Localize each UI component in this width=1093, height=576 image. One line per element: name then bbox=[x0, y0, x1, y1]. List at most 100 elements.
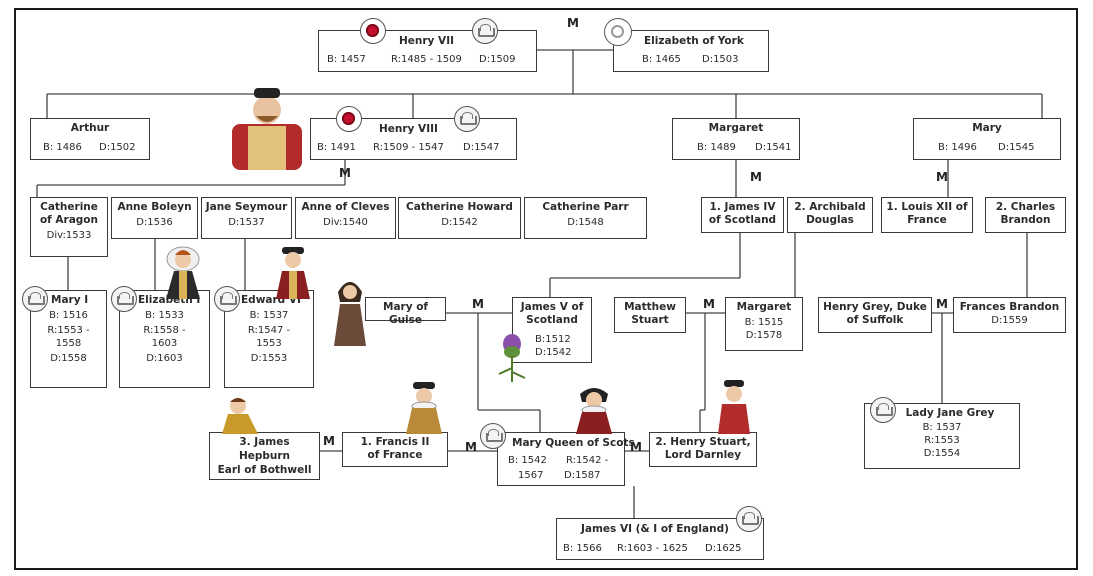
person-name: Arthur bbox=[70, 122, 110, 134]
person-name: Henry VIII bbox=[379, 123, 438, 135]
death-year: D:1502 bbox=[99, 142, 136, 153]
birth-year: B: 1491 bbox=[317, 142, 356, 153]
birth-year: B: 1465 bbox=[642, 54, 681, 65]
birth-year: B: 1457 bbox=[327, 54, 366, 65]
person-name: 1. James IV of Scotland bbox=[708, 201, 777, 226]
death-year: D:1536 bbox=[136, 217, 173, 228]
person-box-matthew-stuart: Matthew Stuart bbox=[614, 297, 686, 333]
marriage-marker: M bbox=[750, 170, 762, 184]
person-name: Frances Brandon bbox=[959, 301, 1060, 313]
reign-years: R:1542 - bbox=[566, 455, 609, 466]
james-hepburn-portrait bbox=[222, 398, 258, 434]
francis-ii-portrait bbox=[406, 382, 442, 434]
death-year: D:1542 bbox=[441, 217, 478, 228]
person-name: Margaret bbox=[736, 301, 792, 313]
person-name: Henry Grey, Duke of Suffolk bbox=[823, 301, 927, 326]
birth-year: B: 1489 bbox=[697, 142, 736, 153]
person-name: Matthew Stuart bbox=[624, 301, 676, 326]
reign-years: R:1603 - 1625 bbox=[617, 543, 688, 554]
birth-year: B: 1515 bbox=[744, 317, 784, 328]
person-box-henry-vii: Henry VII B: 1457 R:1485 - 1509 D:1509 bbox=[318, 30, 537, 72]
person-name: 2. Charles Brandon bbox=[995, 201, 1056, 226]
person-name: Mary Queen of Scots bbox=[512, 437, 635, 449]
person-name: Jane Seymour bbox=[205, 201, 288, 213]
person-name: Anne of Cleves bbox=[301, 201, 390, 213]
person-box-james-hepburn: 3. James Hepburn Earl of Bothwell bbox=[209, 432, 320, 480]
person-name: Catherine Parr bbox=[542, 201, 629, 213]
birth-year: B:1512 bbox=[535, 334, 571, 345]
person-box-catherine-howard: Catherine Howard D:1542 bbox=[398, 197, 521, 239]
person-box-archibald-douglas: 2. Archibald Douglas bbox=[787, 197, 873, 233]
birth-year: B: 1486 bbox=[43, 142, 82, 153]
person-box-frances-brandon: Frances Brandon D:1559 bbox=[953, 297, 1066, 333]
person-box-henry-grey: Henry Grey, Duke of Suffolk bbox=[818, 297, 932, 333]
elizabeth-i-portrait bbox=[166, 246, 200, 299]
person-box-james-iv: 1. James IV of Scotland bbox=[701, 197, 784, 233]
divorce-year: Div:1533 bbox=[46, 230, 92, 241]
death-year: D:1587 bbox=[564, 470, 601, 481]
person-box-anne-of-cleves: Anne of Cleves Div:1540 bbox=[295, 197, 396, 239]
birth-year: B: 1533 bbox=[145, 310, 184, 321]
diagram-frame bbox=[14, 8, 1078, 570]
death-year: D:1541 bbox=[755, 142, 792, 153]
person-box-louis-xii: 1. Louis XII of France bbox=[881, 197, 973, 233]
person-name: 2. Henry Stuart, Lord Darnley bbox=[655, 436, 751, 461]
person-box-catherine-of-aragon: Catherine of Aragon Div:1533 bbox=[30, 197, 108, 257]
lord-darnley-portrait bbox=[718, 380, 750, 434]
death-year: D:1558 bbox=[50, 353, 87, 364]
tudor-rose-icon bbox=[360, 18, 386, 44]
person-box-charles-brandon: 2. Charles Brandon bbox=[985, 197, 1066, 233]
person-name: 2. Archibald Douglas bbox=[794, 201, 866, 226]
crown-icon bbox=[870, 397, 896, 423]
person-name: James VI (& I of England) bbox=[581, 523, 729, 535]
reign-years: R:1547 - 1553 bbox=[247, 325, 291, 349]
marriage-marker: M bbox=[630, 440, 642, 454]
thistle-icon bbox=[498, 334, 526, 382]
reign-years: R:1558 - 1603 bbox=[143, 325, 186, 349]
crown-icon bbox=[472, 18, 498, 44]
marriage-marker: M bbox=[472, 297, 484, 311]
death-year: D:1542 bbox=[535, 347, 572, 358]
marriage-marker: M bbox=[323, 434, 335, 448]
person-box-margaret-douglas: Margaret B: 1515 D:1578 bbox=[725, 297, 803, 351]
marriage-marker: M bbox=[936, 170, 948, 184]
person-name: Mary I bbox=[51, 294, 89, 306]
birth-year: B: 1566 bbox=[563, 543, 602, 554]
marriage-marker: M bbox=[936, 297, 948, 311]
person-box-francis-ii: 1. Francis II of France bbox=[342, 432, 448, 467]
death-year: D:1547 bbox=[463, 142, 500, 153]
crown-icon bbox=[454, 106, 480, 132]
crown-icon bbox=[214, 286, 240, 312]
white-rose-icon bbox=[604, 18, 632, 46]
person-box-catherine-parr: Catherine Parr D:1548 bbox=[524, 197, 647, 239]
person-box-edward-vi: Edward VI B: 1537 R:1547 - 1553 D:1553 bbox=[224, 290, 314, 388]
person-name: 3. James Hepburn Earl of Bothwell bbox=[217, 436, 312, 476]
person-box-anne-boleyn: Anne Boleyn D:1536 bbox=[111, 197, 198, 239]
person-box-henry-viii: Henry VIII B: 1491 R:1509 - 1547 D:1547 bbox=[310, 118, 517, 160]
person-box-mary-queen-of-scots: Mary Queen of Scots B: 1542 R:1542 - 156… bbox=[497, 432, 635, 486]
reign-years: R:1553 bbox=[924, 435, 960, 446]
birth-year: B: 1516 bbox=[49, 310, 88, 321]
person-box-mary-tudor: Mary B: 1496 D:1545 bbox=[913, 118, 1061, 160]
birth-year: B: 1542 bbox=[508, 455, 547, 466]
marriage-marker: M bbox=[465, 440, 477, 454]
person-name: Anne Boleyn bbox=[117, 201, 192, 213]
person-name: Lady Jane Grey bbox=[905, 407, 995, 419]
person-name: 1. Louis XII of France bbox=[886, 201, 968, 226]
marriage-marker: M bbox=[567, 16, 579, 30]
person-name: Catherine Howard bbox=[406, 201, 513, 213]
death-year: D:1503 bbox=[702, 54, 739, 65]
mary-of-guise-portrait bbox=[334, 282, 366, 346]
tudor-rose-icon bbox=[336, 106, 362, 132]
birth-year: B: 1537 bbox=[249, 310, 289, 321]
death-year: D:1548 bbox=[567, 217, 604, 228]
death-year: D:1559 bbox=[991, 315, 1028, 326]
reign-years: R:1553 - 1558 bbox=[47, 325, 90, 349]
person-box-jane-seymour: Jane Seymour D:1537 bbox=[201, 197, 292, 239]
crown-icon bbox=[111, 286, 137, 312]
henry-viii-portrait bbox=[232, 88, 302, 170]
person-name: Henry VII bbox=[399, 35, 455, 47]
crown-icon bbox=[480, 423, 506, 449]
mary-queen-of-scots-portrait bbox=[576, 388, 612, 434]
